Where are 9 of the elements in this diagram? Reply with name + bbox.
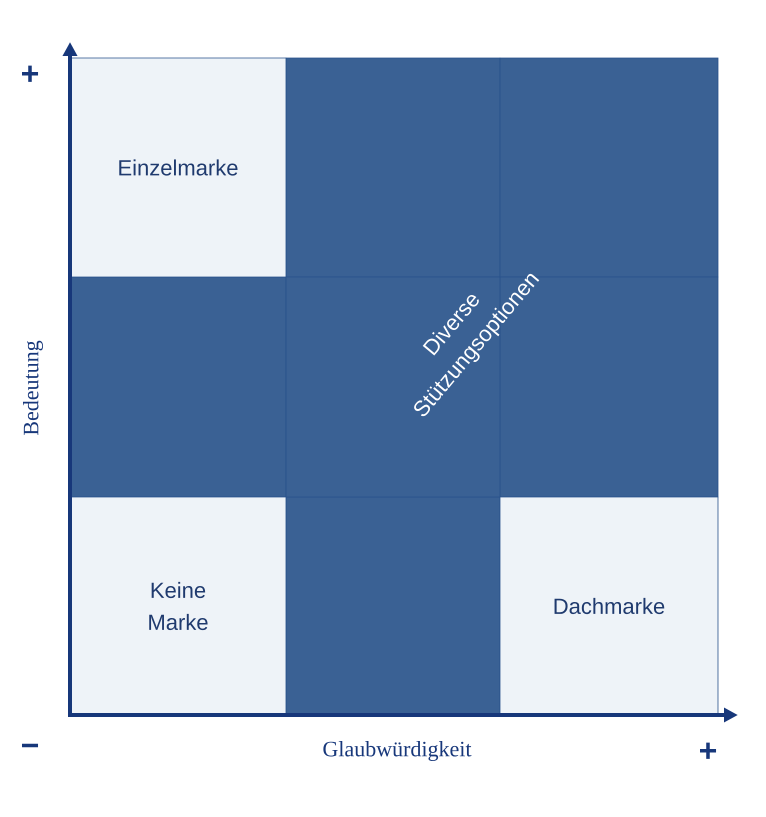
cell-label-box: Keine Marke: [70, 496, 286, 716]
axis-title: Glaubwürdigkeit: [323, 741, 472, 762]
cell-label-box: Einzelmarke: [70, 58, 286, 278]
sign-label: +: [22, 66, 38, 82]
cell-label-box: Dachmarke: [500, 496, 718, 716]
sign-label: −: [22, 744, 38, 748]
grid-cell: [286, 496, 500, 716]
grid-cell: [70, 276, 286, 498]
axis-title: Bedeutung: [23, 340, 43, 436]
